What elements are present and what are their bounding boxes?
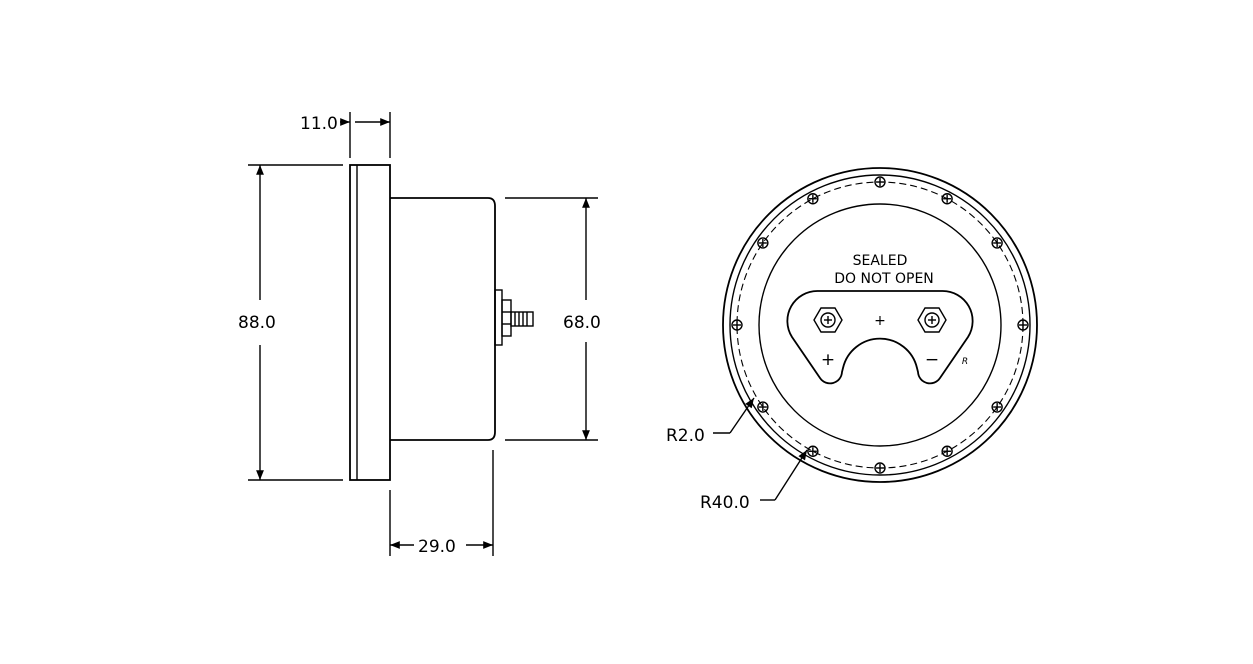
- screw-hole-icon: [991, 401, 1003, 413]
- label-sealed: SEALED: [853, 253, 908, 269]
- body-circle: [758, 203, 1002, 447]
- dim-bolt-circle-radius: R40.0: [700, 449, 808, 513]
- screw-hole-icon: [731, 319, 743, 331]
- negative-terminal: [917, 307, 947, 333]
- screw-hole-icon: [874, 462, 886, 474]
- dim-label-r40: R40.0: [700, 493, 750, 513]
- screw-hole-icon: [757, 401, 769, 413]
- screw-hole-icon: [874, 176, 886, 188]
- dim-label-88: 88.0: [238, 313, 276, 333]
- dim-hole-radius: R2.0: [666, 397, 755, 446]
- terminal-plate: [786, 290, 974, 385]
- screw-holes: [731, 176, 1029, 474]
- side-view: 11.0 88.0 68.0 29.0: [238, 112, 601, 557]
- dim-label-68: 68.0: [563, 313, 601, 333]
- gauge-body: [390, 197, 496, 441]
- screw-hole-icon: [991, 237, 1003, 249]
- screw-hole-icon: [941, 193, 953, 205]
- dim-label-29: 29.0: [418, 537, 456, 557]
- dim-label-11: 11.0: [300, 114, 338, 134]
- label-positive: +: [821, 350, 835, 370]
- dim-body-depth: 29.0: [389, 450, 494, 557]
- rear-view: SEALED DO NOT OPEN + + − R R2.0 R40.0: [666, 167, 1038, 513]
- screw-hole-icon: [807, 445, 819, 457]
- screw-hole-icon: [941, 445, 953, 457]
- label-negative: −: [925, 350, 939, 370]
- flange: [349, 164, 391, 481]
- screw-hole-icon: [1017, 319, 1029, 331]
- screw-hole-icon: [807, 193, 819, 205]
- outer-rim: [722, 167, 1038, 483]
- positive-terminal: [813, 307, 843, 333]
- label-do-not-open: DO NOT OPEN: [834, 271, 934, 287]
- dim-body-height: 68.0: [505, 197, 601, 441]
- dim-overall-height: 88.0: [238, 164, 343, 481]
- center-plus-mark: +: [874, 313, 886, 329]
- dim-flange-thickness: 11.0: [300, 112, 391, 158]
- screw-hole-icon: [757, 237, 769, 249]
- terminal-stud: [494, 289, 534, 346]
- dim-label-r2: R2.0: [666, 426, 705, 446]
- label-r-mark: R: [962, 357, 968, 367]
